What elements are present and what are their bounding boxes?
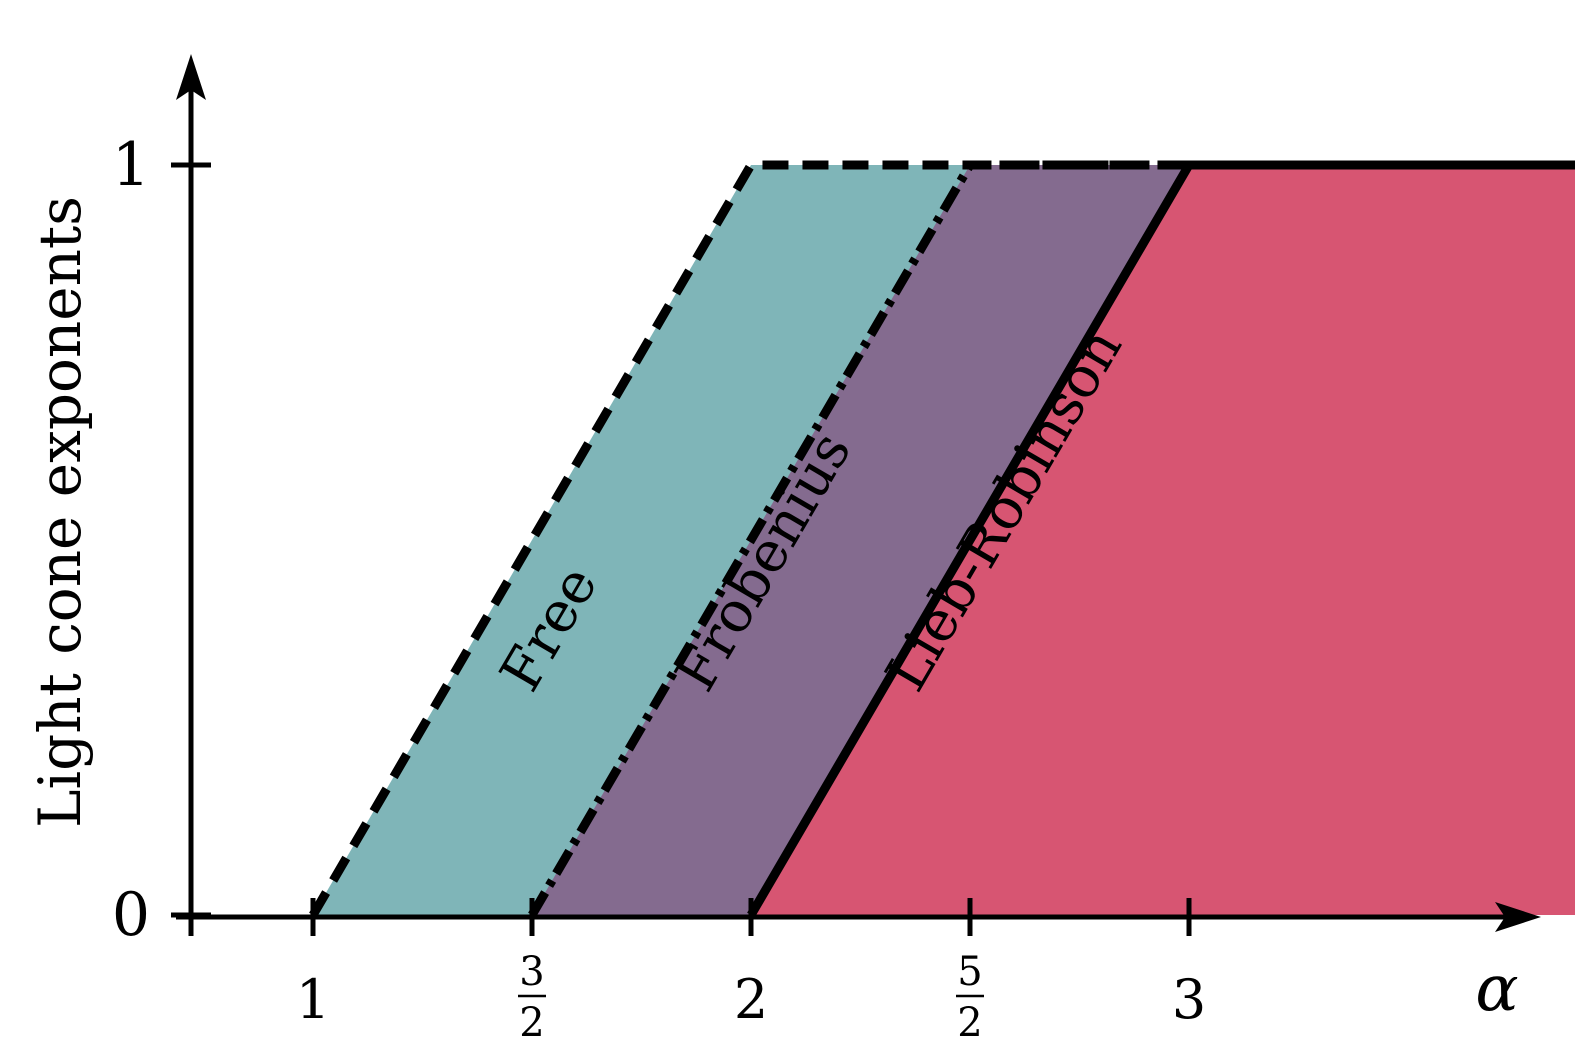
x-tick-label-num: 3 <box>519 949 544 995</box>
region-lieb-robinson <box>751 165 1575 915</box>
x-tick-label: 1 <box>296 968 330 1031</box>
x-tick-label: 2 <box>734 968 768 1031</box>
regions <box>313 165 1575 915</box>
x-axis-arrow <box>1495 902 1541 932</box>
y-axis-arrow <box>176 54 206 100</box>
x-tick-label-num: 5 <box>957 949 982 995</box>
axes <box>176 54 1541 932</box>
y-tick-label: 1 <box>112 130 150 200</box>
x-tick-label: 3 <box>1172 968 1206 1031</box>
y-tick-label: 0 <box>112 880 150 950</box>
curves <box>309 160 1575 918</box>
line-lieb-robinson <box>747 160 1575 918</box>
y-axis-label: Light cone exponents <box>26 196 94 828</box>
x-tick-label-den: 2 <box>957 1000 982 1046</box>
x-axis-label: α <box>1475 952 1518 1026</box>
ticks: 1 3 2 2 5 2 3 0 1 <box>112 130 1206 1046</box>
x-tick-label-den: 2 <box>519 1000 544 1046</box>
